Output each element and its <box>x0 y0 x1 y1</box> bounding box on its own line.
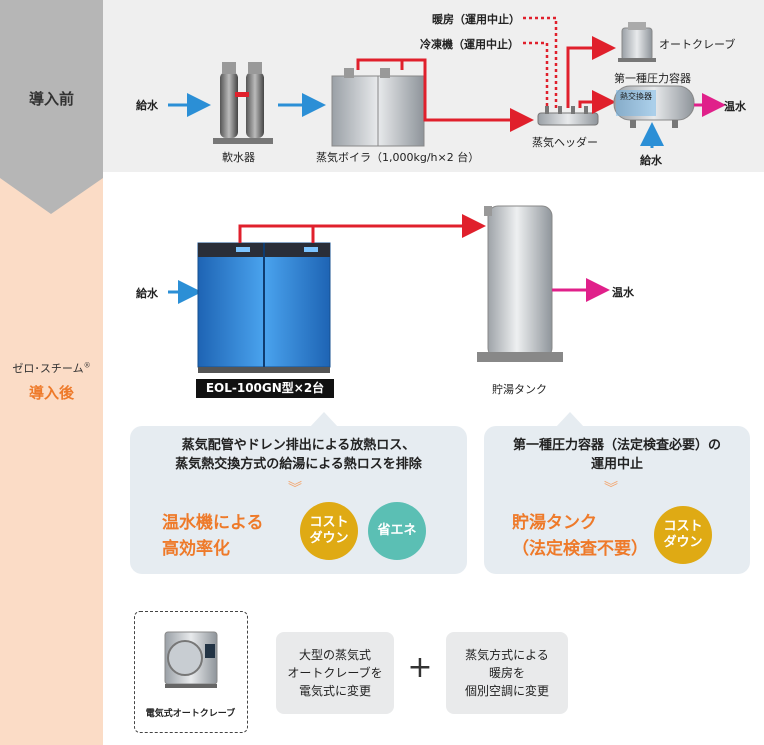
benefit-left-line2: 蒸気熱交換方式の給湯による熱ロスを排除 <box>175 457 422 472</box>
chevron-down-icon-left: ︾ <box>288 481 302 497</box>
heating-line-dotted <box>523 16 558 108</box>
label-pressure-vessel: 第一種圧力容器 <box>614 72 691 85</box>
badge-cost-down-left: コスト ダウン <box>300 502 358 560</box>
benefit-left-highlight: 温水機による 高効率化 <box>162 510 264 562</box>
label-softener: 軟水器 <box>222 151 255 164</box>
badge-energy-saving: 省エネ <box>368 502 426 560</box>
benefit-right-highlight1: 貯湯タンク <box>512 513 597 533</box>
bubble-pointer-right <box>556 412 584 427</box>
boiler-icon <box>331 68 425 147</box>
label-storage-tank: 貯湯タンク <box>492 383 547 396</box>
autoclave-icon-before <box>618 22 656 62</box>
steam-header-icon <box>537 106 599 126</box>
benefit-left-highlight2: 高効率化 <box>162 539 230 559</box>
chiller-line-dotted <box>523 41 549 108</box>
change-box-autoclave: 大型の蒸気式 オートクレーブを 電気式に変更 <box>276 632 394 714</box>
after-label: 導入後 <box>28 384 74 402</box>
label-water-in-1: 給水 <box>136 99 158 112</box>
registered-mark: ® <box>83 361 91 370</box>
label-water-in-2: 給水 <box>640 154 662 167</box>
sidebar-arrow <box>0 178 103 214</box>
benefit-right-highlight: 貯湯タンク （法定検査不要） <box>512 510 648 562</box>
benefit-right-line2: 運用中止 <box>590 457 643 472</box>
bubble-pointer-left <box>310 412 338 427</box>
label-warm-water-out-after: 温水 <box>612 286 634 299</box>
benefit-right-text: 第一種圧力容器（法定検査必要）の 運用中止 <box>484 436 750 474</box>
steam-line-to-header <box>402 58 534 132</box>
benefit-right-line1: 第一種圧力容器（法定検査必要）の <box>512 438 721 453</box>
change-box-heating: 蒸気方式による 暖房を 個別空調に変更 <box>446 632 568 714</box>
chevron-down-icon-right: ︾ <box>604 481 618 497</box>
benefit-left-line1: 蒸気配管やドレン排出による放熱ロス、 <box>181 438 416 453</box>
label-heat-exchanger: 熱交換器 <box>620 92 652 101</box>
benefit-left-text: 蒸気配管やドレン排出による放熱ロス、 蒸気熱交換方式の給湯による熱ロスを排除 <box>130 436 467 474</box>
sidebar-after-bg <box>0 178 103 745</box>
sidebar-before-bg <box>0 0 103 178</box>
hot-line-unit-top <box>238 224 315 243</box>
label-chiller: 冷凍機（運用中止） <box>420 38 519 51</box>
badge-cost-down-right: コスト ダウン <box>654 506 712 564</box>
before-label: 導入前 <box>28 90 74 108</box>
plus-icon: + <box>407 650 433 685</box>
label-electric-autoclave: 電気式オートクレーブ <box>145 709 236 719</box>
electric-autoclave-box: 電気式オートクレーブ <box>134 611 248 733</box>
after-brand: ゼロ･スチーム® <box>0 360 103 376</box>
steam-line-to-autoclave <box>566 36 616 108</box>
benefit-right-highlight2: （法定検査不要） <box>512 539 648 559</box>
label-steam-header: 蒸気ヘッダー <box>532 136 598 149</box>
electric-autoclave-icon <box>164 631 218 688</box>
label-water-in-after: 給水 <box>136 287 158 300</box>
steam-line-to-vessel <box>578 90 616 114</box>
after-brand-text: ゼロ･スチーム <box>12 362 84 375</box>
softener-icon <box>213 62 273 144</box>
storage-tank-icon <box>477 205 563 362</box>
eol-unit-icon <box>197 242 331 373</box>
unit-model-label: EOL-100GN型×2台 <box>196 379 334 398</box>
label-warm-water-out-before: 温水 <box>724 100 746 113</box>
label-boiler: 蒸気ボイラ（1,000kg/h×2 台） <box>316 151 480 164</box>
label-autoclave: オートクレーブ <box>659 38 736 51</box>
benefit-left-highlight1: 温水機による <box>162 513 264 533</box>
steam-line-boiler-top <box>356 58 404 70</box>
label-heating: 暖房（運用中止） <box>432 13 520 26</box>
pressure-vessel-icon <box>613 85 695 128</box>
